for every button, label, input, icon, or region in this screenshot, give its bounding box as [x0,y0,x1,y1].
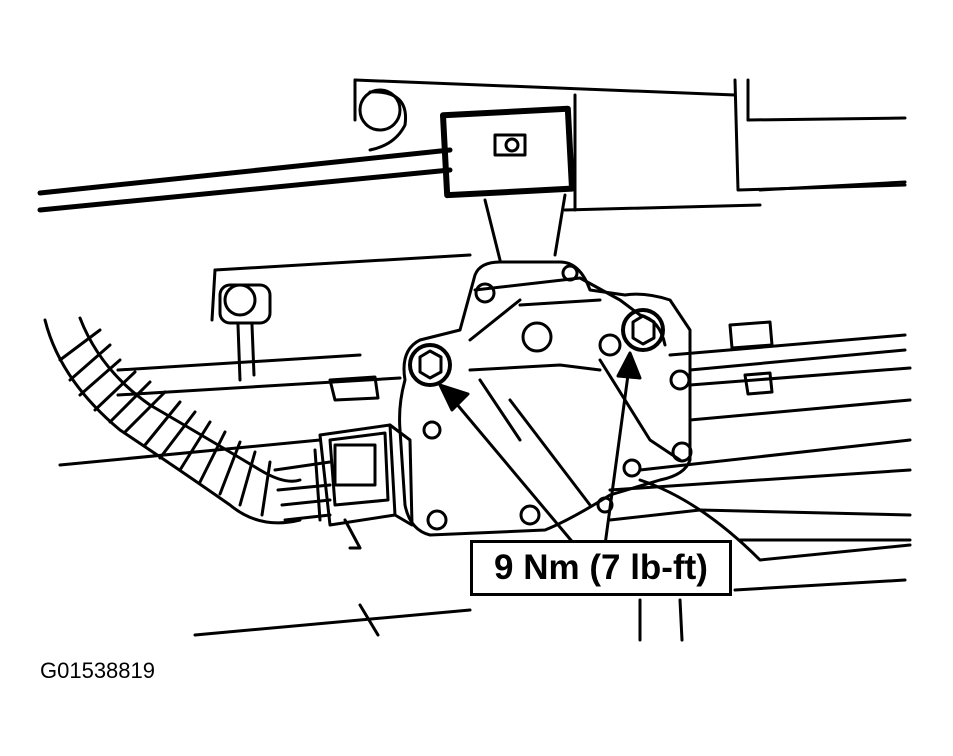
torque-specification-label: 9 Nm (7 lb-ft) [470,540,732,596]
bolt-right [621,308,665,352]
electrical-connector [313,423,414,550]
mounting-bolts [408,308,665,387]
range-sensor-body [398,260,693,537]
manual-lever [483,193,567,262]
torque-leader-arrows [438,351,642,547]
figure-id-label: G01538819 [40,658,155,683]
wiring-harness [43,316,332,525]
locating-stud [218,283,272,382]
bolt-left [408,343,452,387]
shift-cable [37,88,576,213]
